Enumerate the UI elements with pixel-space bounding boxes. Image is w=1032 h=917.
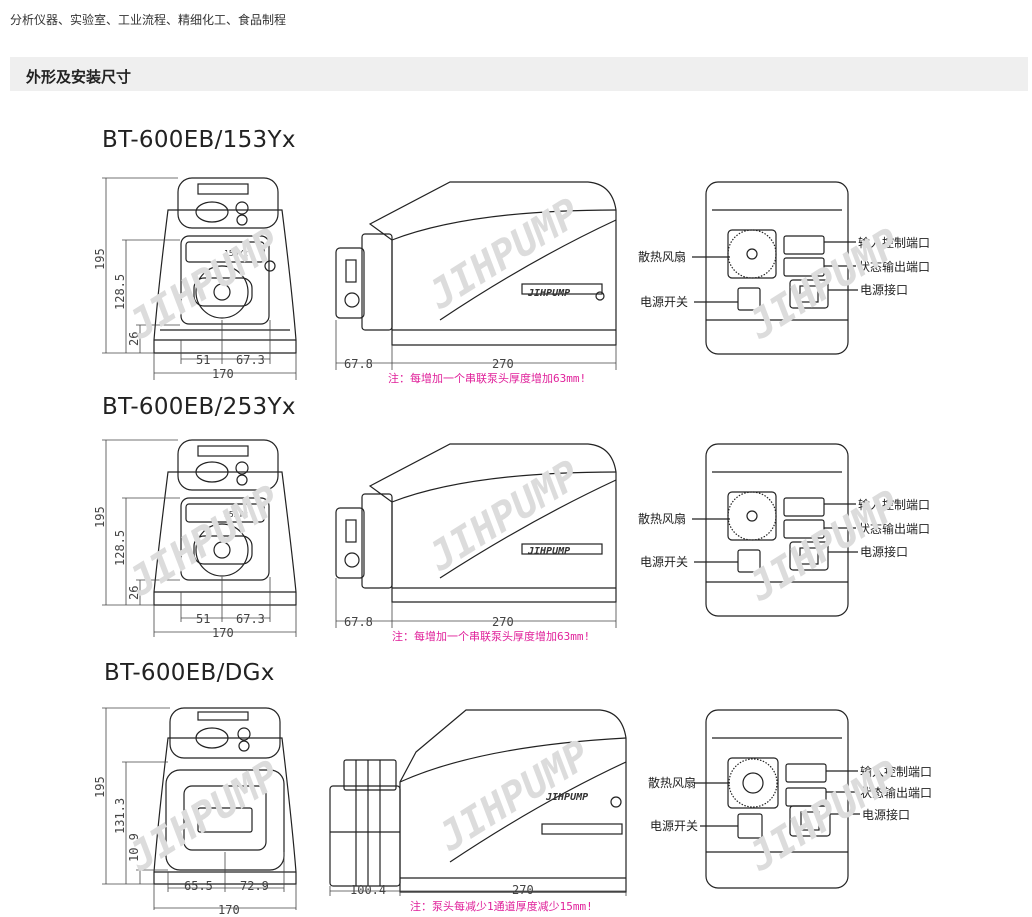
dim-bottom: 26 [127,586,141,600]
label-power: 电源接口 [862,807,910,822]
dim-head-depth: 100.4 [350,883,386,897]
model-title-1: BT-600EB/153Yx [102,127,296,153]
dim-right-width: 72.9 [240,879,269,893]
watermark: JIHPUMP [120,477,288,606]
label-input-port: 输入控制端口 [858,497,930,512]
model-title-3: BT-600EB/DGx [104,660,275,686]
dim-left-width: 51 [196,612,210,626]
dimension-drawing-1: 195 128.5 26 51 67.3 170 67.8 270 注：每增加一… [93,177,930,385]
watermark: JIHPUMP [420,190,588,319]
dimension-drawing-3: 195 131.3 10.9 65.5 72.9 170 100.4 270 注… [93,707,932,917]
dim-mid-height: 128.5 [113,530,127,566]
side-logo: JIHPUMP [527,546,570,557]
dimension-drawing-2: 195 128.5 26 51 67.3 170 67.8 270 注：每增加一… [93,439,930,643]
label-output-port: 状态输出端口 [860,785,932,800]
dim-mid-height: 128.5 [113,274,127,310]
label-fan: 散热风扇 [638,249,686,264]
label-switch: 电源开关 [640,555,688,569]
label-switch: 电源开关 [640,295,688,309]
label-fan: 散热风扇 [648,775,696,790]
dim-depth: 270 [512,883,534,897]
dim-right-width: 67.3 [236,612,265,626]
dim-bottom: 26 [127,332,141,346]
dim-height: 195 [93,506,107,528]
note-1: 注：每增加一个串联泵头厚度增加63mm! [388,371,586,385]
dim-width: 170 [212,367,234,381]
dim-width: 170 [218,903,240,917]
label-output-port: 状态输出端口 [858,259,930,274]
watermark: JIHPUMP [420,452,588,581]
pump-head-label-1: 153Yx [224,249,248,258]
pump-head-label-2: 253Yx [224,510,248,519]
dim-bottom: 10.9 [127,833,141,862]
note-2: 注：每增加一个串联泵头厚度增加63mm! [392,629,590,643]
label-power: 电源接口 [860,544,908,559]
dim-depth: 270 [492,357,514,371]
note-3: 注：泵头每减少1通道厚度减少15mm! [410,899,593,913]
side-logo: JIHPUMP [545,792,588,803]
side-logo: JIHPUMP [527,288,570,299]
label-power: 电源接口 [860,282,908,297]
dim-mid-height: 131.3 [113,798,127,834]
dim-height: 195 [93,248,107,270]
label-switch: 电源开关 [650,819,698,833]
dim-left-width: 51 [196,353,210,367]
model-title-2: BT-600EB/253Yx [102,394,296,420]
section-title: 外形及安装尺寸 [26,68,132,86]
section-header: 外形及安装尺寸 [10,57,1028,91]
dim-right-width: 67.3 [236,353,265,367]
dim-height: 195 [93,776,107,798]
label-output-port: 状态输出端口 [858,521,930,536]
product-applications: 分析仪器、实验室、工业流程、精细化工、食品制程 [10,13,287,27]
dim-head-depth: 67.8 [344,357,373,371]
dim-width: 170 [212,626,234,640]
label-input-port: 输入控制端口 [858,235,930,250]
watermark: JIHPUMP [120,752,288,881]
dim-left-width: 65.5 [184,879,213,893]
label-fan: 散热风扇 [638,511,686,526]
label-input-port: 输入控制端口 [860,764,932,779]
dim-head-depth: 67.8 [344,615,373,629]
dim-depth: 270 [492,615,514,629]
